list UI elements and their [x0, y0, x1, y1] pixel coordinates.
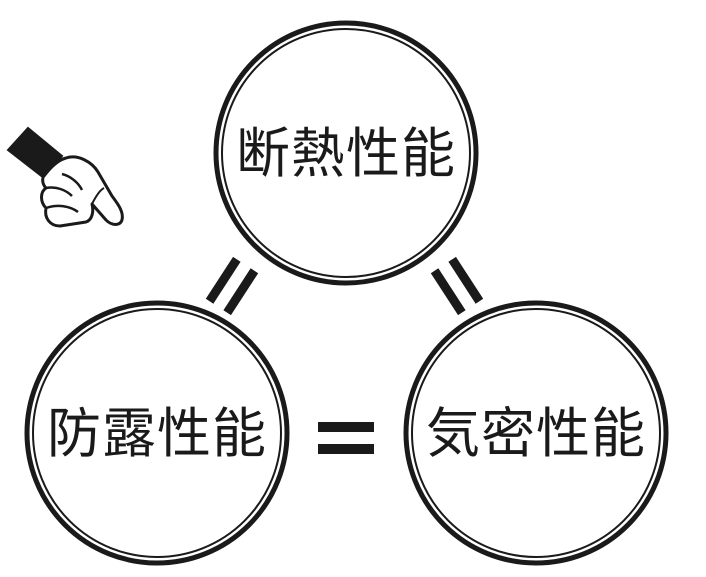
node-insulation-label: 断熱性能	[236, 122, 456, 185]
pointing-hand-icon	[6, 126, 124, 228]
hand-cuff	[6, 126, 64, 180]
node-airtightness: 気密性能	[403, 300, 669, 566]
equals-bar-lower	[223, 268, 259, 316]
node-airtightness-inner-ring	[411, 308, 661, 558]
node-airtightness-outer-ring	[403, 300, 669, 566]
hand-palm	[40, 155, 124, 228]
node-insulation: 断熱性能	[213, 20, 479, 286]
node-condensation: 防露性能	[24, 300, 290, 566]
equals-bar-lower	[430, 268, 466, 316]
hand-finger-line-2	[45, 204, 79, 214]
hand-index-line	[91, 187, 105, 205]
equals-bar-upper	[318, 422, 374, 432]
node-airtightness-label: 気密性能	[426, 402, 646, 465]
node-condensation-inner-ring	[32, 308, 282, 558]
hand-finger-line-1	[45, 186, 73, 197]
node-condensation-label: 防露性能	[47, 402, 267, 465]
node-insulation-inner-ring	[221, 28, 471, 278]
hand-thumb-line	[61, 172, 84, 191]
equals-bar-lower	[318, 444, 374, 454]
node-condensation-outer-ring	[24, 300, 290, 566]
equals-sign-left-right	[318, 422, 374, 454]
equals-bar-upper	[205, 256, 241, 304]
equals-bar-upper	[448, 256, 484, 304]
equals-sign-top-left	[205, 256, 259, 316]
equals-sign-top-right	[430, 256, 484, 316]
node-insulation-outer-ring	[213, 20, 479, 286]
